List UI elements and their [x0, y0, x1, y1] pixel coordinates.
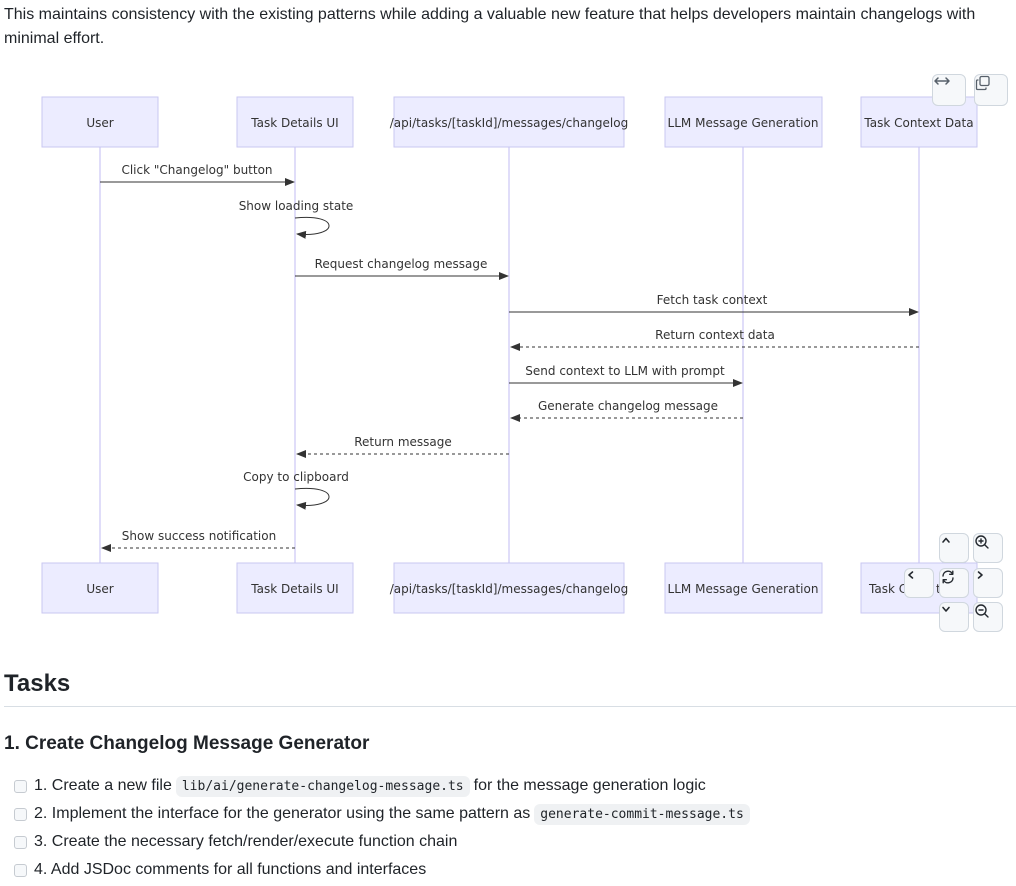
participant-user-bottom: User: [41, 562, 159, 614]
sequence-diagram-svg: User Task Details UI /api/tasks/[taskId]…: [41, 96, 978, 614]
task-text-after: for the message generation logic: [473, 777, 706, 794]
zoom-in-icon: [975, 535, 989, 549]
message-copy-clipboard: Copy to clipboard: [243, 470, 349, 510]
tasks-heading: Tasks: [4, 670, 71, 697]
participant-task-details-ui-bottom: Task Details UI: [236, 562, 354, 614]
participant-llm-top: LLM Message Generation: [664, 96, 823, 148]
participant-label: Task Details UI: [250, 116, 338, 130]
task-checkbox[interactable]: [14, 807, 27, 821]
zoom-out-button[interactable]: [973, 602, 1003, 632]
participant-api-bottom: /api/tasks/[taskId]/messages/changelog: [390, 562, 628, 614]
task-item: 3. Create the necessary fetch/render/exe…: [14, 828, 754, 856]
zoom-in-button[interactable]: [973, 533, 1003, 563]
pan-up-button[interactable]: [939, 533, 969, 563]
task-text: 4. Add JSDoc comments for all functions …: [34, 861, 427, 878]
reset-button[interactable]: [939, 568, 969, 598]
task-checkbox[interactable]: [14, 779, 27, 793]
message-send-context-llm: Send context to LLM with prompt: [509, 364, 743, 387]
participant-label: LLM Message Generation: [668, 116, 819, 130]
message-request-changelog: Request changelog message: [295, 257, 509, 280]
task-list: 1. Create a new file lib/ai/generate-cha…: [14, 772, 754, 884]
task-item: 2. Implement the interface for the gener…: [14, 800, 754, 828]
participant-user-top: User: [41, 96, 159, 148]
section-title: 1. Create Changelog Message Generator: [4, 733, 370, 754]
participant-label: Task C: [868, 582, 907, 596]
participant-label: /api/tasks/[taskId]/messages/changelog: [390, 582, 628, 596]
message-label: Fetch task context: [657, 293, 768, 307]
message-label: Click "Changelog" button: [121, 163, 272, 177]
message-label: Request changelog message: [315, 257, 488, 271]
pan-right-button[interactable]: [973, 568, 1003, 598]
reset-icon: [942, 570, 954, 584]
chevron-left-icon: [908, 571, 914, 579]
copy-icon: [975, 75, 990, 91]
message-return-message: Return message: [296, 435, 509, 458]
pan-left-button[interactable]: [904, 568, 934, 598]
task-checkbox[interactable]: [14, 835, 27, 849]
message-label: Send context to LLM with prompt: [525, 364, 725, 378]
expand-button[interactable]: [932, 74, 966, 106]
task-text: 2. Implement the interface for the gener…: [34, 805, 531, 822]
participant-label-fragment: t: [936, 582, 941, 596]
message-fetch-task-context: Fetch task context: [509, 293, 919, 316]
chevron-up-icon: [942, 537, 950, 543]
message-show-loading: Show loading state: [239, 199, 354, 239]
participant-api-top: /api/tasks/[taskId]/messages/changelog: [390, 96, 628, 148]
copy-button[interactable]: [974, 74, 1008, 106]
message-label: Copy to clipboard: [243, 470, 349, 484]
participant-label: User: [86, 116, 113, 130]
participant-label: /api/tasks/[taskId]/messages/changelog: [390, 116, 628, 130]
message-click-changelog: Click "Changelog" button: [100, 163, 295, 186]
message-label: Return context data: [655, 328, 775, 342]
participant-label: LLM Message Generation: [668, 582, 819, 596]
message-show-success: Show success notification: [101, 529, 295, 552]
task-checkbox[interactable]: [14, 863, 27, 877]
participant-llm-bottom: LLM Message Generation: [664, 562, 823, 614]
participant-task-details-ui-top: Task Details UI: [236, 96, 354, 148]
zoom-out-icon: [975, 604, 989, 618]
sequence-diagram: User Task Details UI /api/tasks/[taskId]…: [0, 74, 1016, 634]
participant-label: User: [86, 582, 113, 596]
task-text: 3. Create the necessary fetch/render/exe…: [34, 833, 458, 850]
heading-divider: [4, 706, 1016, 707]
message-return-context-data: Return context data: [510, 328, 919, 351]
message-generate-changelog: Generate changelog message: [510, 399, 743, 422]
task-item: 4. Add JSDoc comments for all functions …: [14, 856, 754, 884]
pan-down-button[interactable]: [939, 602, 969, 632]
participant-label: Task Context Data: [863, 116, 973, 130]
message-label: Generate changelog message: [538, 399, 718, 413]
expand-horizontal-icon: [934, 77, 950, 85]
participant-label: Task Details UI: [250, 582, 338, 596]
task-item: 1. Create a new file lib/ai/generate-cha…: [14, 772, 754, 800]
message-label: Show success notification: [122, 529, 276, 543]
message-label: Return message: [354, 435, 452, 449]
intro-paragraph: This maintains consistency with the exis…: [4, 6, 976, 47]
chevron-down-icon: [942, 606, 950, 612]
task-code: lib/ai/generate-changelog-message.ts: [175, 775, 470, 797]
task-code: generate-commit-message.ts: [534, 803, 750, 825]
task-text: 1. Create a new file: [34, 777, 172, 794]
message-label: Show loading state: [239, 199, 354, 213]
chevron-right-icon: [977, 571, 983, 579]
